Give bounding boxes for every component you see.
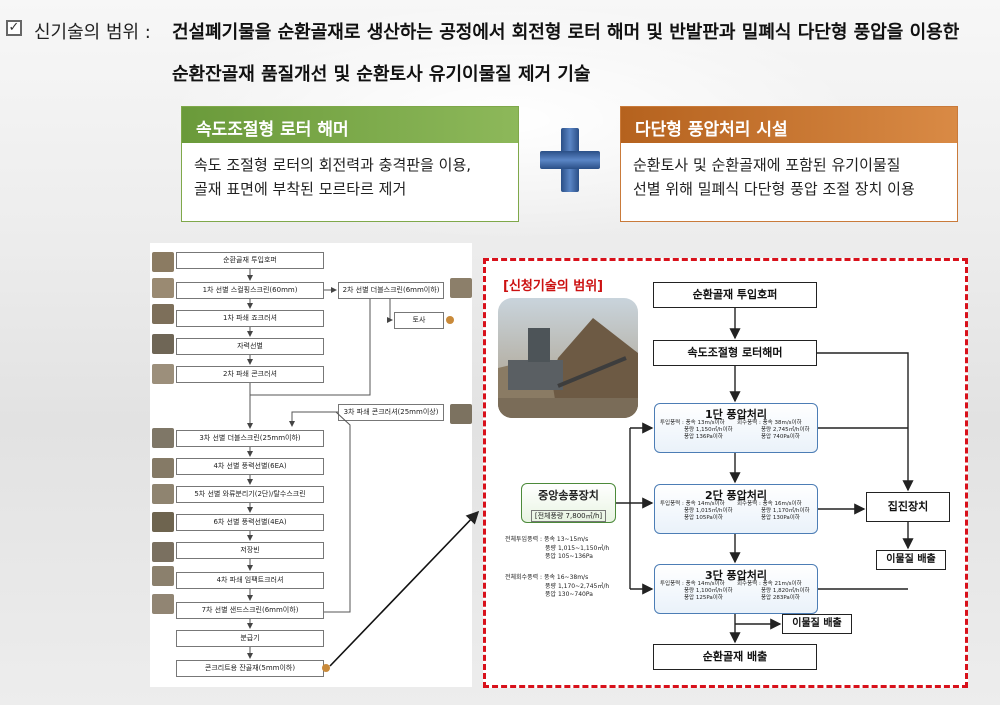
flow-step-2: 1차 선별 스컬핑스크린(60mm) (176, 282, 324, 299)
stage2-input-2: 풍량 1,015㎥/h이하 (684, 508, 733, 514)
process-photo-5 (152, 364, 174, 384)
total-input-1: 전체투입풍력 : 풍속 13~15m/s (505, 536, 589, 543)
flow-step-3: 1차 파쇄 죠크러셔 (176, 310, 324, 327)
flow-step-10: 저장빈 (176, 542, 324, 559)
stage3-output-params: 회수풍력 : 풍속 21m/s이하 풍량 1,820㎥/h이하 풍압 283Pa… (737, 581, 810, 602)
stage3-output-3: 풍압 283Pa이하 (761, 595, 800, 601)
stage3-input-2: 풍량 1,100㎥/h이하 (684, 588, 733, 594)
flow-step-11: 4차 파쇄 임팩트크러셔 (176, 572, 324, 589)
total-input-2: 풍량 1,015~1,150㎥/h (545, 544, 610, 552)
stage3-input-params: 투입풍력 : 풍속 14m/s이하 풍량 1,100㎥/h이하 풍압 125Pa… (660, 581, 733, 602)
process-photo-side-2 (450, 404, 472, 424)
flow-step-8: 5차 선별 와류분리기(2단)/탈수스크린 (176, 486, 324, 503)
stage3-output-1: 회수풍력 : 풍속 21m/s이하 (737, 581, 802, 587)
stage1-input-3: 풍압 136Pa이하 (684, 434, 723, 440)
stage2-title: 2단 풍압처리 (704, 489, 768, 502)
process-photo-12 (152, 594, 174, 614)
total-output-3: 풍압 130~740Pa (545, 591, 593, 598)
process-photo-6 (152, 428, 174, 448)
stage2-air-treatment: 2단 풍압처리 투입풍력 : 풍속 14m/s이하 풍량 1,015㎥/h이하 … (654, 484, 818, 534)
stage2-output-2: 풍량 1,170㎥/h이하 (761, 508, 810, 514)
foreign-matter-discharge-2: 이물질 배출 (782, 614, 852, 634)
stage3-output-2: 풍량 1,820㎥/h이하 (761, 588, 810, 594)
process-photo-2 (152, 278, 174, 298)
flow-side-crusher: 3차 파쇄 콘크러셔(25mm이상) (338, 404, 444, 421)
stage2-input-3: 풍압 105Pa이하 (684, 515, 723, 521)
flow-step-6: 3차 선별 더블스크린(25mm이하) (176, 430, 324, 447)
checkbox-icon: ✓ (6, 20, 22, 36)
stage1-air-treatment: 1단 풍압처리 투입풍력 : 풍속 13m/s이하 풍량 1,150㎥/h이하 … (654, 403, 818, 453)
flow-side-screen: 2차 선별 더블스크린(6mm이하) (338, 282, 444, 299)
scope-label: 신기술의 범위 : (34, 22, 151, 43)
foreign-matter-discharge-1: 이물질 배출 (876, 550, 946, 570)
flow-step-7: 4차 선별 풍력선별(6EA) (176, 458, 324, 475)
scope-description-line1: 건설폐기물을 순환골재로 생산하는 공정에서 회전형 로터 해머 및 반발판과 … (172, 22, 960, 43)
central-blower-box: 중앙송풍장치 [전체풍량 7,800㎥/h] (521, 483, 616, 523)
scope-description-line2: 순환잔골재 품질개선 및 순환토사 유기이물질 제거 기술 (172, 64, 591, 85)
air-pressure-desc-line1: 순환토사 및 순환골재에 포함된 유기이물질 (633, 156, 901, 174)
flow-step-1: 순환골재 투입호퍼 (176, 252, 324, 269)
process-photo-side-1 (450, 278, 472, 298)
central-blower-title: 중앙송풍장치 (538, 489, 599, 502)
total-output-air-params: 전체회수풍력 : 풍속 16~38m/s 풍량 1,170~2,745㎥/h 풍… (505, 574, 609, 600)
recycled-aggregate-output-box: 순환골재 배출 (653, 644, 817, 670)
stage1-input-params: 투입풍력 : 풍속 13m/s이하 풍량 1,150㎥/h이하 풍압 136Pa… (660, 420, 733, 441)
total-input-air-params: 전체투입풍력 : 풍속 13~15m/s 풍량 1,015~1,150㎥/h 풍… (505, 536, 609, 562)
stage3-air-treatment: 3단 풍압처리 투입풍력 : 풍속 14m/s이하 풍량 1,100㎥/h이하 … (654, 564, 818, 614)
stage1-output-1: 회수풍력 : 풍속 38m/s이하 (737, 420, 802, 426)
process-photo-8 (152, 484, 174, 504)
plant-photo (498, 298, 638, 418)
scope-rotor-box: 속도조절형 로터해머 (653, 340, 817, 366)
flow-step-9: 6차 선별 풍력선별(4EA) (176, 514, 324, 531)
total-output-2: 풍량 1,170~2,745㎥/h (545, 582, 610, 590)
process-photo-10 (152, 542, 174, 562)
process-photo-9 (152, 512, 174, 532)
stage2-output-1: 회수풍력 : 풍속 16m/s이하 (737, 501, 802, 507)
flow-step-5: 2차 파쇄 콘크러셔 (176, 366, 324, 383)
air-pressure-title: 다단형 풍압처리 시설 (621, 107, 957, 143)
stage3-input-3: 풍압 125Pa이하 (684, 595, 723, 601)
stage2-output-params: 회수풍력 : 풍속 16m/s이하 풍량 1,170㎥/h이하 풍압 130Pa… (737, 501, 810, 522)
flow-step-12: 7차 선별 샌드스크린(6mm이하) (176, 602, 324, 619)
central-blower-capacity: [전체풍량 7,800㎥/h] (530, 510, 607, 522)
stage1-output-2: 풍량 2,745㎥/h이하 (761, 427, 810, 433)
stage3-title: 3단 풍압처리 (704, 569, 768, 582)
rotor-hammer-desc: 속도 조절형 로터의 회전력과 충격판을 이용, 골재 표면에 부착된 모르타르… (182, 143, 518, 211)
flow-step-13: 분급기 (176, 630, 324, 647)
rotor-hammer-title: 속도조절형 로터 해머 (182, 107, 518, 143)
flow-step-14: 콘크리트용 잔골재(5mm이하) (176, 660, 324, 677)
scope-title: [신청기술의 범위] (503, 279, 604, 294)
stage1-output-params: 회수풍력 : 풍속 38m/s이하 풍량 2,745㎥/h이하 풍압 740Pa… (737, 420, 810, 441)
stage2-input-1: 투입풍력 : 풍속 14m/s이하 (660, 501, 725, 507)
air-pressure-desc-line2: 선별 위해 밀폐식 다단형 풍압 조절 장치 이용 (633, 180, 915, 198)
process-photo-3 (152, 304, 174, 324)
process-photo-1 (152, 252, 174, 272)
rotor-hammer-desc-line2: 골재 표면에 부착된 모르타르 제거 (194, 180, 407, 198)
total-output-1: 전체회수풍력 : 풍속 16~38m/s (505, 574, 589, 581)
air-pressure-desc: 순환토사 및 순환골재에 포함된 유기이물질 선별 위해 밀폐식 다단형 풍압 … (621, 143, 957, 211)
plus-icon (540, 128, 600, 192)
dust-collector-box: 집진장치 (866, 492, 950, 522)
stage3-input-1: 투입풍력 : 풍속 14m/s이하 (660, 581, 725, 587)
flow-side-soil: 토사 (394, 312, 444, 329)
air-pressure-box: 다단형 풍압처리 시설 순환토사 및 순환골재에 포함된 유기이물질 선별 위해… (620, 106, 958, 222)
process-photo-11 (152, 566, 174, 586)
stage1-input-1: 투입풍력 : 풍속 13m/s이하 (660, 420, 725, 426)
process-photo-7 (152, 458, 174, 478)
process-photo-4 (152, 334, 174, 354)
rotor-hammer-box: 속도조절형 로터 해머 속도 조절형 로터의 회전력과 충격판을 이용, 골재 … (181, 106, 519, 222)
total-input-3: 풍압 105~136Pa (545, 553, 593, 560)
flow-step-4: 자력선별 (176, 338, 324, 355)
stage1-input-2: 풍량 1,150㎥/h이하 (684, 427, 733, 433)
stage1-output-3: 풍압 740Pa이하 (761, 434, 800, 440)
stage2-input-params: 투입풍력 : 풍속 14m/s이하 풍량 1,015㎥/h이하 풍압 105Pa… (660, 501, 733, 522)
rotor-hammer-desc-line1: 속도 조절형 로터의 회전력과 충격판을 이용, (194, 156, 472, 174)
stage2-output-3: 풍압 130Pa이하 (761, 515, 800, 521)
scope-hopper-box: 순환골재 투입호퍼 (653, 282, 817, 308)
stage1-title: 1단 풍압처리 (704, 408, 768, 421)
